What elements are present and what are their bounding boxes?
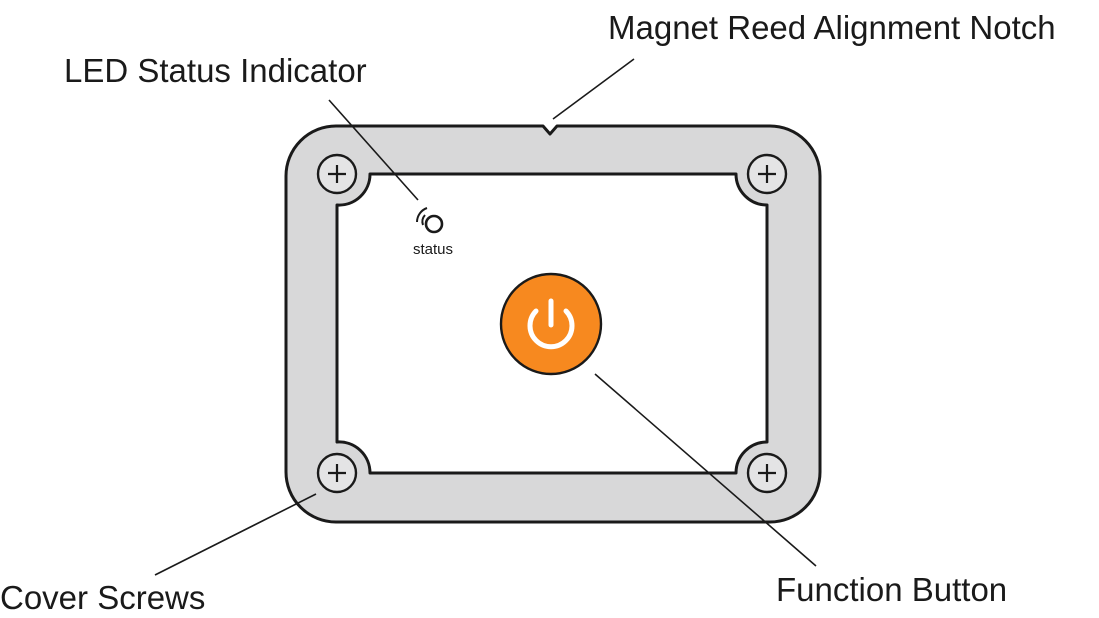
- signal-led-icon: [416, 207, 444, 234]
- plus-icon: [758, 165, 776, 183]
- plus-icon: [328, 165, 346, 183]
- power-icon: [527, 298, 575, 350]
- callout-notch: Magnet Reed Alignment Notch: [608, 9, 1056, 46]
- led-status-indicator: status: [413, 207, 453, 258]
- leader-led: [328, 99, 419, 201]
- led-status-label: status: [413, 241, 453, 258]
- callout-led: LED Status Indicator: [64, 52, 367, 89]
- function-button[interactable]: [499, 272, 603, 376]
- leader-button: [594, 373, 817, 567]
- plus-icon: [758, 464, 776, 482]
- callout-screws: Cover Screws: [0, 579, 205, 616]
- leader-notch: [552, 58, 635, 120]
- callout-button: Function Button: [776, 571, 1007, 608]
- leader-screws: [154, 493, 317, 576]
- screw-top-right: [746, 153, 788, 195]
- screw-bottom-right: [746, 452, 788, 494]
- screw-bottom-left: [316, 452, 358, 494]
- screw-top-left: [316, 153, 358, 195]
- plus-icon: [328, 464, 346, 482]
